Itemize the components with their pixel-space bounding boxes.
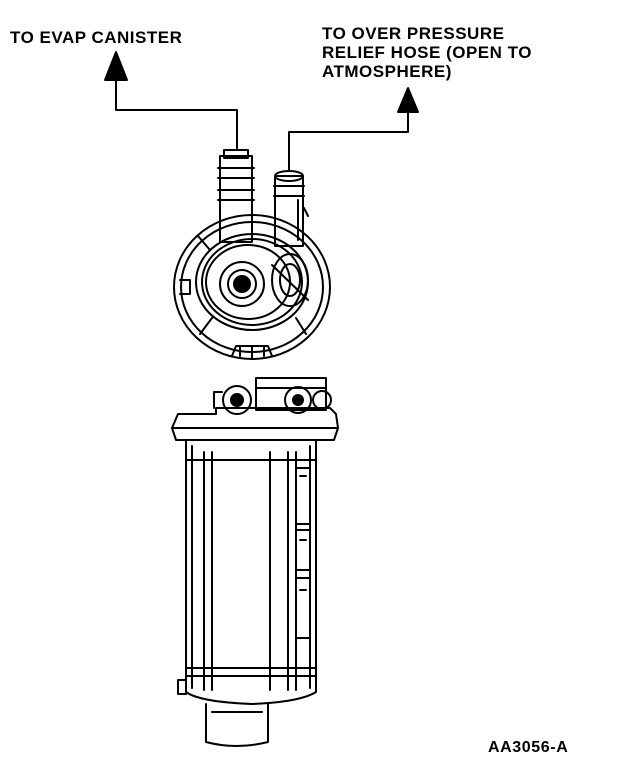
relief-hose-fitting xyxy=(273,170,309,247)
relief-hose-label-line-2: RELIEF HOSE (OPEN TO xyxy=(322,43,532,62)
evap-canister-label: TO EVAP CANISTER xyxy=(10,28,183,47)
relief-hose-label-line-3: ATMOSPHERE) xyxy=(322,62,452,81)
evap-leader-arrow xyxy=(104,51,238,151)
relief-hose-label-line-1: TO OVER PRESSURE xyxy=(322,24,505,43)
relief-hose-label: TO OVER PRESSURE RELIEF HOSE (OPEN TO AT… xyxy=(322,24,532,81)
figure-id-label: AA3056-A xyxy=(488,739,569,756)
sender-assembly-side-view xyxy=(171,377,339,747)
evap-canister-fitting xyxy=(217,149,255,243)
relief-leader-arrow xyxy=(288,87,419,171)
